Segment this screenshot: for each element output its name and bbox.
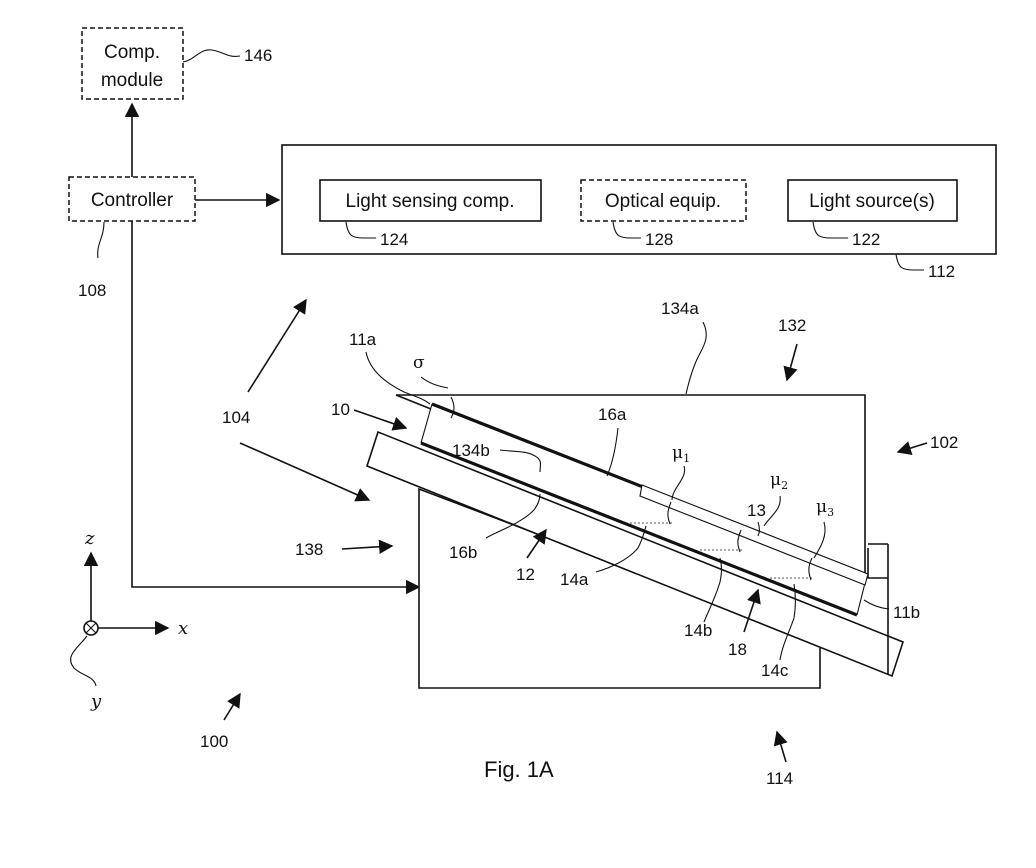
arrow-104-down (239, 442, 371, 502)
stopper-top (867, 548, 888, 579)
sample-slab (421, 404, 867, 615)
light-sensing-box (319, 179, 542, 222)
leader-11a (365, 351, 431, 405)
label-mu3-mu: μ (816, 497, 827, 517)
ref-124: 124 (380, 230, 408, 249)
arrow-10 (353, 409, 408, 431)
leader-mu3 (813, 521, 826, 559)
light-sensing-label: Light sensing comp. (346, 191, 515, 212)
leader-14a (595, 525, 647, 573)
leader-146 (182, 49, 241, 63)
arrow-132 (783, 343, 798, 382)
optical-equip-box (580, 179, 747, 222)
leader-mu1 (671, 465, 686, 501)
ref-114: 114 (766, 769, 793, 788)
leader-sigma (420, 376, 449, 389)
arrow-18 (743, 588, 761, 633)
label-mu3-sub: 3 (827, 506, 834, 519)
ref-14c: 14c (761, 661, 789, 680)
angle-mu3-arc (808, 557, 813, 581)
leader-128 (612, 221, 641, 239)
leader-16a (606, 427, 619, 477)
ref-14b: 14b (684, 621, 712, 640)
leader-16b (485, 493, 541, 539)
optical-equip-label: Optical equip. (605, 191, 721, 212)
arrow-114 (773, 730, 788, 763)
label-mu1: μ1 (672, 443, 690, 465)
leader-14b (703, 557, 723, 623)
slab-left-edge (420, 403, 433, 444)
label-mu2: μ2 (770, 470, 788, 492)
label-mu2-sub: 2 (781, 479, 788, 492)
label-sigma: σ (413, 353, 425, 373)
ref-13: 13 (747, 501, 766, 520)
angle-mu1-arc (667, 501, 672, 525)
controller-label: Controller (91, 190, 174, 211)
y-axis-cross-2 (85, 622, 97, 634)
figure-caption: Fig. 1A (484, 757, 554, 782)
label-mu3: μ3 (816, 497, 834, 519)
ref-16a: 16a (598, 405, 627, 424)
leader-mu2 (763, 495, 781, 527)
ref-11a: 11a (349, 330, 377, 349)
ref-16b: 16b (449, 543, 477, 562)
module-112-box (281, 144, 997, 255)
comp-module-box (81, 27, 184, 100)
leader-11b (863, 599, 890, 610)
ref-138: 138 (295, 540, 323, 559)
ref-10: 10 (331, 400, 350, 419)
ref-112: 112 (928, 262, 955, 281)
ref-134a: 134a (661, 299, 699, 318)
ref-18: 18 (728, 640, 747, 659)
ref-122: 122 (852, 230, 880, 249)
ref-14a: 14a (560, 570, 589, 589)
angle-sigma-arc (450, 396, 455, 419)
arrow-104-up (247, 298, 307, 393)
ref-128: 128 (645, 230, 673, 249)
y-axis-label: y (90, 691, 102, 712)
comp-module-label-line1: Comp. (104, 42, 160, 63)
arrow-138 (341, 539, 394, 554)
ref-100: 100 (200, 732, 228, 751)
z-axis-label: z (84, 528, 95, 549)
y-axis-into-page-icon (83, 620, 99, 636)
arrow-12 (526, 528, 547, 559)
leader-14c (779, 583, 797, 661)
leader-134b (499, 449, 542, 473)
arrow-controller-to-base (131, 221, 421, 595)
light-source-box (787, 179, 958, 222)
interface-16b (420, 441, 858, 617)
leader-13 (757, 521, 761, 537)
ref-108: 108 (78, 281, 106, 300)
label-mu1-sub: 1 (683, 452, 690, 465)
leader-108 (97, 221, 105, 259)
ref-132: 132 (778, 316, 806, 335)
leader-y (70, 635, 97, 687)
arrow-100 (223, 692, 241, 721)
ref-11b: 11b (893, 603, 920, 622)
ref-12: 12 (516, 565, 535, 584)
x-axis-label: x (178, 618, 188, 639)
tilted-plate (366, 430, 904, 678)
light-source-label: Light source(s) (809, 191, 935, 212)
ref-146: 146 (244, 46, 272, 65)
leader-122 (812, 221, 848, 239)
leader-124 (345, 221, 376, 239)
ref-104: 104 (222, 408, 250, 427)
label-mu2-mu: μ (770, 470, 781, 490)
leader-134a (685, 321, 707, 395)
angle-mu2-arc (737, 529, 742, 553)
ref-134b: 134b (452, 441, 490, 460)
ref-102: 102 (930, 433, 958, 452)
leader-112 (895, 253, 924, 271)
comp-module-label-line2: module (101, 70, 163, 91)
arrow-102 (896, 441, 928, 456)
label-mu1-mu: μ (672, 443, 683, 463)
